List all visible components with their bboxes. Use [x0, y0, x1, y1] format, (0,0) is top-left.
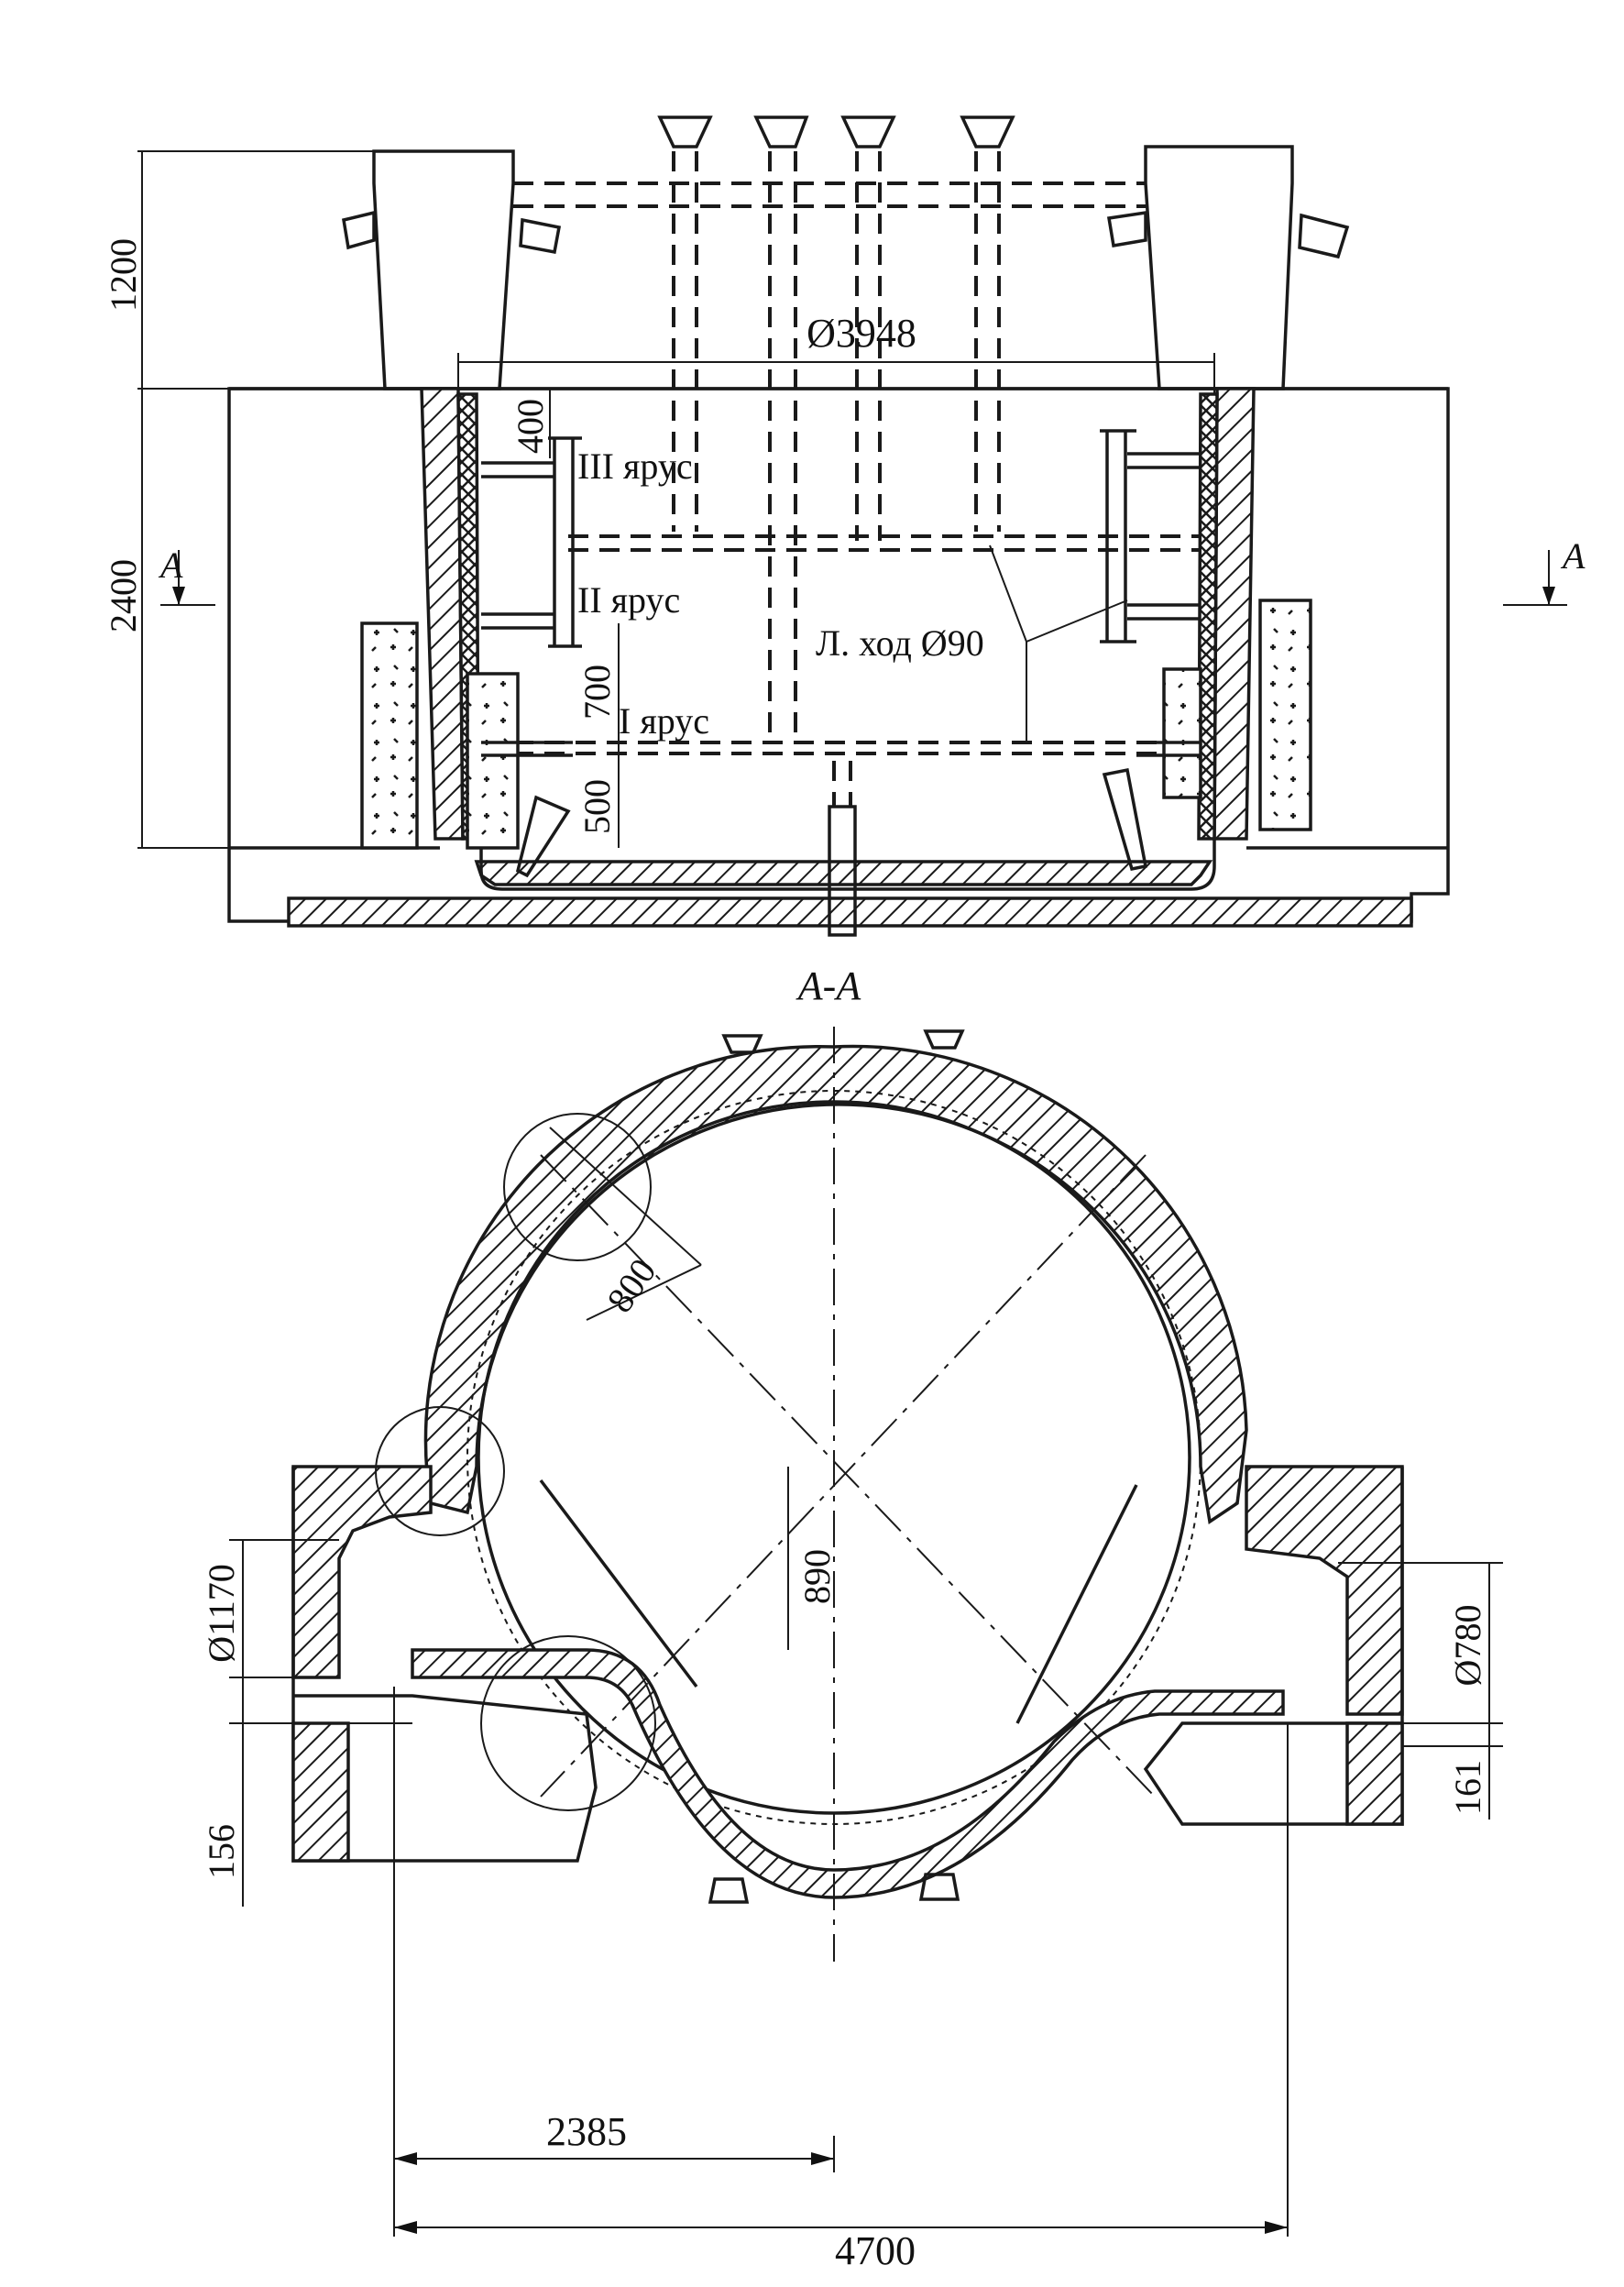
tier-3-label: III ярус: [577, 445, 693, 487]
dim-2385: 2385: [546, 2109, 627, 2154]
tier-2-label: II ярус: [577, 579, 680, 621]
dim-diameter-3948: Ø3948: [807, 311, 916, 356]
dim-diameter-1170: Ø1170: [201, 1564, 242, 1662]
dim-161: 161: [1447, 1760, 1488, 1815]
section-view: A-A 800 890: [201, 963, 1503, 2273]
tier-1-label: I ярус: [619, 700, 709, 742]
dim-diameter-780: Ø780: [1447, 1605, 1488, 1687]
dim-2400: 2400: [103, 559, 144, 632]
tap-hole-label: Л. ход Ø90: [816, 622, 984, 664]
section-mark-left: A: [158, 544, 183, 586]
dim-890: 890: [796, 1549, 838, 1604]
elevation-view: 1200 2400 Ø3948 400 700 500 III ярус II …: [103, 115, 1586, 937]
dim-500: 500: [576, 779, 618, 834]
dim-156: 156: [201, 1824, 242, 1879]
dim-1200: 1200: [103, 238, 144, 312]
section-title: A-A: [796, 963, 862, 1008]
dim-400: 400: [510, 399, 551, 454]
dim-4700: 4700: [835, 2228, 916, 2273]
section-mark-right: A: [1560, 535, 1586, 577]
dim-700: 700: [576, 665, 618, 720]
